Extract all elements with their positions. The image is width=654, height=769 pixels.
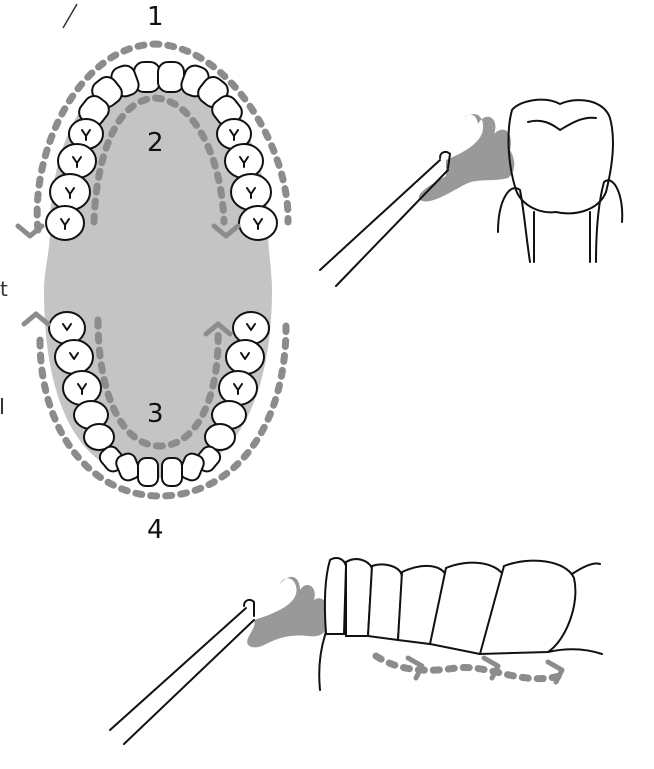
irrigator-molar-illustration xyxy=(319,98,624,287)
gumline-cleaning-path xyxy=(372,652,564,683)
outer-path-lower xyxy=(36,322,290,500)
arrow-upper-left xyxy=(15,223,45,239)
incisor-1 xyxy=(323,557,348,635)
inner-path-lower xyxy=(94,316,222,450)
water-spray xyxy=(418,114,515,202)
edge-text-fragment: t xyxy=(0,277,8,301)
gumline-arrow-3 xyxy=(545,659,565,685)
lower-gum-line xyxy=(318,562,603,691)
arrow-lower-right xyxy=(203,321,233,337)
irrigator-handle xyxy=(319,159,449,287)
lower-teeth xyxy=(48,311,270,487)
inner-path-upper xyxy=(90,94,228,226)
outer-path-upper xyxy=(33,40,292,234)
region-label-1: 1 xyxy=(147,2,164,32)
irrigator-tip-lower xyxy=(243,598,255,617)
incisor-3 xyxy=(366,563,404,642)
gum-left xyxy=(497,187,531,263)
upper-teeth xyxy=(45,61,278,241)
gumline-arrow-1 xyxy=(405,655,425,681)
region-label-3: 3 xyxy=(147,399,164,429)
irrigator-tip xyxy=(439,150,451,169)
molar-root xyxy=(533,211,591,263)
region-label-4: 4 xyxy=(147,515,164,545)
cleaning-paths xyxy=(15,40,292,500)
dental-arch-top-view: 1 2 3 4 xyxy=(15,2,292,545)
molar-crown xyxy=(507,98,614,215)
water-spray-lower xyxy=(247,576,328,648)
gum-right xyxy=(595,179,624,263)
edge-stroke xyxy=(62,3,78,29)
irrigator-teeth-illustration xyxy=(109,557,603,745)
arrow-upper-right xyxy=(211,223,241,239)
molar-2 xyxy=(478,559,577,656)
gumline-arrow-2 xyxy=(481,655,501,681)
molar-crown-groove xyxy=(527,116,597,131)
irrigator-handle-lower xyxy=(109,607,255,745)
region-label-2: 2 xyxy=(147,128,164,158)
arrow-lower-left xyxy=(21,311,51,327)
